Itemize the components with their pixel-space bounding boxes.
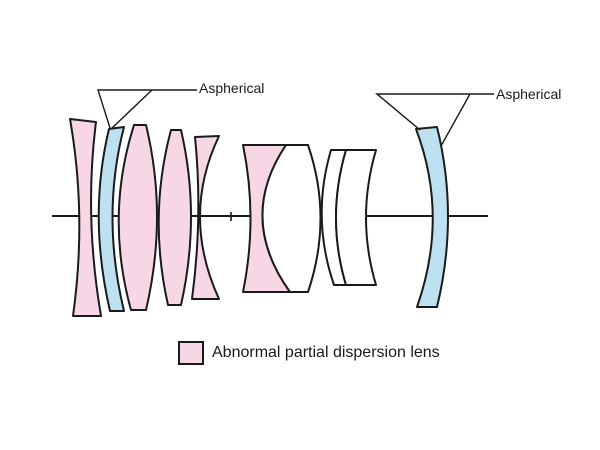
legend-swatch xyxy=(178,341,204,365)
leader-front-aspherical-branch xyxy=(111,89,153,129)
legend-label: Abnormal partial dispersion lens xyxy=(212,344,440,361)
legend: Abnormal partial dispersion lens xyxy=(178,340,440,366)
lens-element-1 xyxy=(69,118,102,317)
leader-rear-aspherical-branch xyxy=(440,93,471,147)
lens-element-9 xyxy=(335,149,377,286)
leader-front-aspherical xyxy=(97,89,197,129)
aspherical-label-front: Aspherical xyxy=(199,80,265,96)
aspherical-label-rear: Aspherical xyxy=(496,86,562,102)
lens-element-2-aspherical xyxy=(97,126,125,312)
lens-element-7 xyxy=(261,144,322,293)
lens-element-5 xyxy=(191,135,220,300)
leader-rear-aspherical xyxy=(375,93,494,131)
lens-element-3 xyxy=(117,124,158,311)
lens-element-4 xyxy=(157,129,192,306)
lens-element-10-aspherical xyxy=(415,126,449,308)
